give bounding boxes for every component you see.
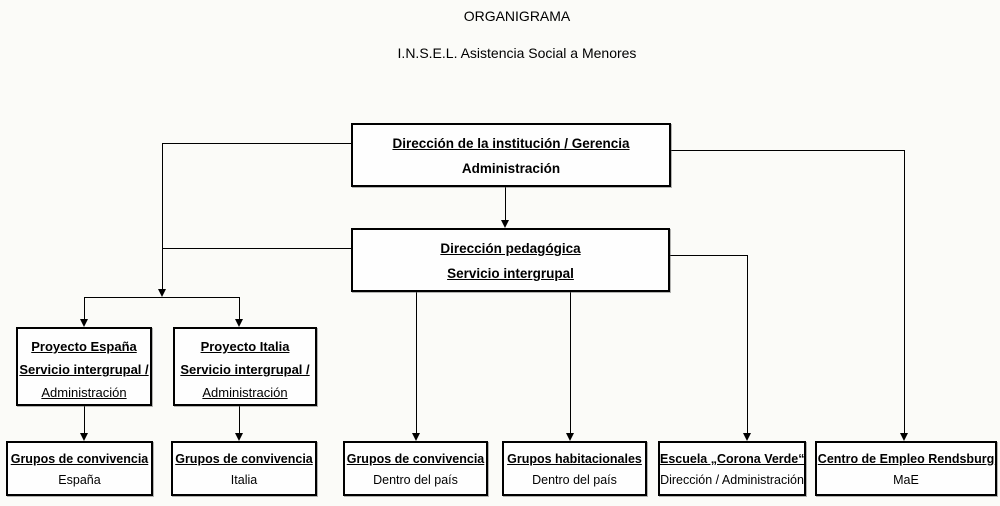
node-subtitle: MaE [893,473,919,487]
node-line: Administración [202,385,288,400]
connector-pedagogica-right-horizontal [670,255,747,256]
node-line: Administración [41,385,127,400]
connector-to-centro-empleo [904,150,905,434]
node-centro-empleo-rendsburg: Centro de Empleo Rendsburg MaE [815,441,997,496]
node-subtitle: España [58,473,101,487]
connector-arrowhead [80,433,88,441]
node-subtitle: Administración [461,161,561,176]
node-title: Proyecto España [31,339,137,354]
connector-to-proyecto-italia [239,297,240,320]
node-title: Grupos de convivencia [10,452,149,466]
connector-left-trunk-vertical [162,143,163,290]
node-subtitle: Dirección / Administración [660,473,804,487]
connector-to-grupos-convivencia-pais [416,292,417,434]
connector-espana-to-grupos [84,406,85,434]
node-line: Servicio intergrupal / [180,362,310,377]
node-direccion-pedagogica: Dirección pedagógica Servicio intergrupa… [351,228,670,292]
node-grupos-convivencia-espana: Grupos de convivencia España [6,441,153,496]
node-proyecto-espana: Proyecto España Servicio intergrupal / A… [16,327,152,406]
connector-arrowhead [412,433,420,441]
connector-mid-left-horizontal [162,248,351,249]
node-subtitle: Dentro del país [373,473,458,487]
node-proyecto-italia: Proyecto Italia Servicio intergrupal / A… [173,327,317,406]
connector-arrowhead [900,433,908,441]
connector-arrowhead [566,433,574,441]
connector-arrowhead [80,319,88,327]
connector-italia-to-grupos [239,406,240,434]
node-subtitle: Dentro del país [532,473,617,487]
node-direccion-gerencia: Dirección de la institución / Gerencia A… [351,123,671,187]
node-title: Grupos de convivencia [346,452,485,466]
node-title: Centro de Empleo Rendsburg [817,452,995,466]
node-title: Grupos habitacionales [507,452,642,466]
node-title: Escuela „Corona Verde“ [660,452,805,466]
node-subtitle: Servicio intergrupal [447,266,574,281]
page-subtitle: I.N.S.E.L. Asistencia Social a Menores [397,45,637,61]
connector-arrowhead [501,220,509,228]
connector-arrowhead [743,433,751,441]
connector-top-left-horizontal [162,143,351,144]
node-line: Servicio intergrupal / [19,362,149,377]
node-subtitle: Italia [230,473,258,487]
connector-distribution-bar [84,297,240,298]
node-grupos-habitacionales: Grupos habitacionales Dentro del país [502,441,647,496]
node-title: Dirección de la institución / Gerencia [392,136,630,151]
node-title: Dirección pedagógica [440,241,581,256]
connector-gerencia-to-pedagogica [505,187,506,221]
connector-to-grupos-habitacionales [570,292,571,434]
node-title: Grupos de convivencia [175,452,313,466]
connector-to-escuela [747,255,748,434]
node-grupos-convivencia-italia: Grupos de convivencia Italia [171,441,317,496]
connector-gerencia-right-horizontal [671,150,904,151]
page-title: ORGANIGRAMA [463,8,571,24]
node-escuela-corona-verde: Escuela „Corona Verde“ Dirección / Admin… [658,441,806,496]
connector-arrowhead [158,289,166,297]
connector-to-proyecto-espana [84,297,85,320]
node-title: Proyecto Italia [200,339,290,354]
connector-arrowhead [235,319,243,327]
connector-arrowhead [235,433,243,441]
node-grupos-convivencia-pais: Grupos de convivencia Dentro del país [343,441,488,496]
